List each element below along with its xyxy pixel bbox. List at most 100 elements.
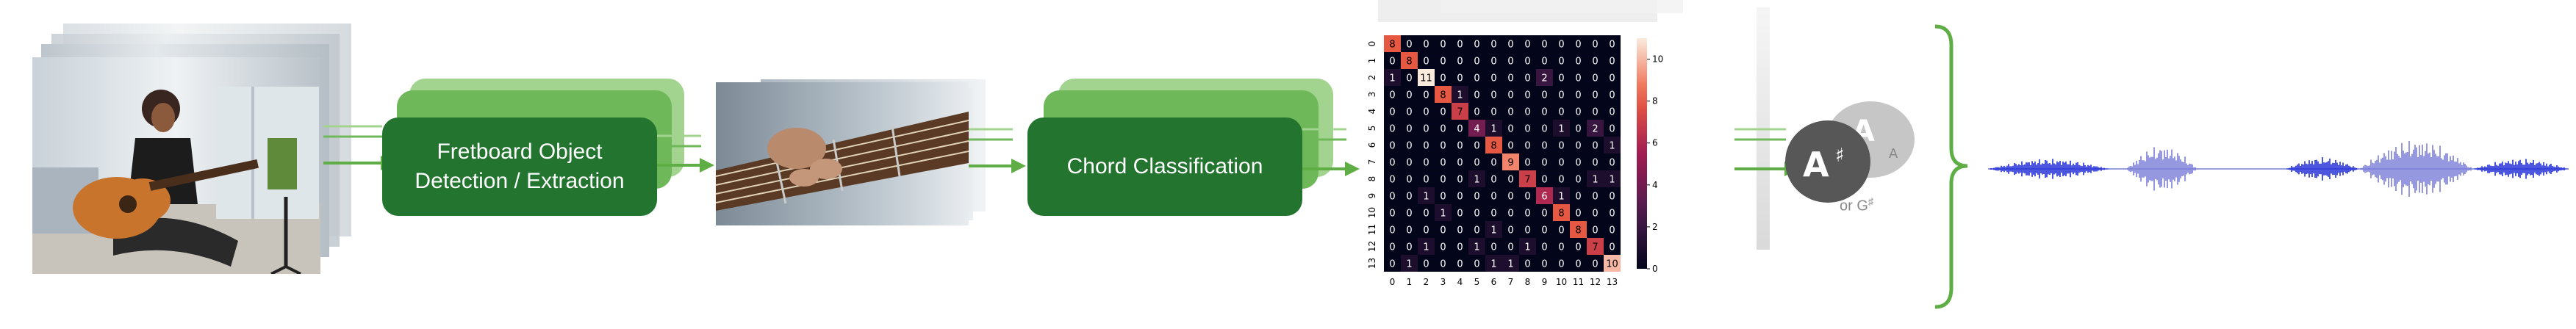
heatmap-cell (1536, 69, 1553, 86)
heatmap-cell-value: 0 (1490, 242, 1496, 253)
heatmap-cell (1468, 204, 1485, 221)
row-tick-label: 5 (1367, 126, 1377, 131)
heatmap-cell-value: 0 (1524, 40, 1530, 51)
heatmap-cell-value: 0 (1490, 209, 1496, 220)
heatmap-cell-value: 0 (1524, 192, 1530, 203)
heatmap-cell-value: 8 (1440, 90, 1446, 101)
heatmap-cell-value: 0 (1474, 57, 1479, 68)
heatmap-cell-value: 0 (1541, 259, 1547, 270)
step1-label: Fretboard Object Detection / Extraction (382, 118, 657, 216)
col-tick-label: 6 (1491, 277, 1497, 287)
flow-arrow-4 (1302, 128, 1360, 176)
heatmap-cell (1587, 35, 1604, 52)
heatmap-cell (1570, 255, 1587, 272)
heatmap-cell (1570, 69, 1587, 86)
heatmap-cell-value: 0 (1474, 90, 1479, 101)
heatmap-cell (1519, 137, 1536, 153)
waveform-segment (1989, 159, 2109, 179)
row-tick-label: 10 (1367, 207, 1377, 218)
heatmap-cell (1536, 187, 1553, 204)
heatmap-cell (1468, 103, 1485, 120)
heatmap-cell (1519, 120, 1536, 137)
heatmap-cell (1485, 255, 1502, 272)
heatmap-cell (1587, 238, 1604, 255)
waveform-segment (2360, 140, 2473, 198)
heatmap-cell (1536, 255, 1553, 272)
heatmap-cell-value: 0 (1457, 57, 1463, 68)
heatmap-cell (1604, 187, 1621, 204)
heatmap-cell-value: 1 (1457, 90, 1463, 101)
heatmap-cell (1604, 170, 1621, 187)
row-tick-label: 6 (1367, 142, 1377, 148)
heatmap-cell (1536, 153, 1553, 170)
heatmap-cell-value: 0 (1440, 175, 1446, 186)
heatmap-cell-value: 0 (1423, 124, 1429, 135)
heatmap-cell (1502, 204, 1519, 221)
heatmap-cell (1384, 187, 1401, 204)
heatmap-cell-value: 0 (1592, 90, 1598, 101)
heatmap-cell (1502, 69, 1519, 86)
heatmap-cell-value: 10 (1606, 259, 1618, 270)
heatmap-cell-value: 0 (1490, 175, 1496, 186)
heatmap-cell (1519, 103, 1536, 120)
heatmap-cell (1502, 153, 1519, 170)
heatmap-cell (1485, 170, 1502, 187)
heatmap-cell (1435, 238, 1452, 255)
heatmap-cell-value: 8 (1558, 209, 1564, 220)
heatmap-cell-value: 0 (1440, 40, 1446, 51)
heatmap-cell (1468, 86, 1485, 103)
heatmap-cell-value: 0 (1474, 225, 1479, 236)
waveform-segment (2474, 159, 2568, 179)
heatmap-cell-value: 9 (1507, 158, 1513, 169)
heatmap-cell (1418, 103, 1435, 120)
heatmap-cell-value: 8 (1389, 40, 1395, 51)
heatmap-cell (1468, 69, 1485, 86)
heatmap-cell-value: 0 (1490, 57, 1496, 68)
heatmap-cell (1570, 120, 1587, 137)
alternate-chord-text: or G (1840, 198, 1868, 214)
row-tick-label: 1 (1367, 58, 1377, 64)
heatmap-cell-value: 0 (1609, 158, 1615, 169)
heatmap-cell-value: 0 (1389, 57, 1395, 68)
heatmap-cell (1401, 255, 1418, 272)
heatmap-cell-value: 7 (1457, 107, 1463, 118)
heatmap-cell (1553, 204, 1570, 221)
heatmap-cell-value: 0 (1592, 158, 1598, 169)
heatmap-cell (1401, 221, 1418, 238)
heatmap-cell-value: 0 (1440, 158, 1446, 169)
heatmap-cell-value: 0 (1575, 242, 1581, 253)
heatmap-cell (1536, 35, 1553, 52)
heatmap-cell-value: 1 (1609, 175, 1615, 186)
heatmap-cell (1502, 187, 1519, 204)
heatmap-cell-value: 0 (1423, 141, 1429, 152)
heatmap-cell-value: 0 (1592, 40, 1598, 51)
heatmap-cell-value: 0 (1423, 259, 1429, 270)
col-tick-label: 3 (1441, 277, 1446, 287)
heatmap-cell (1384, 120, 1401, 137)
heatmap-cell (1435, 86, 1452, 103)
heatmap-cell-value: 0 (1423, 57, 1429, 68)
heatmap-cell (1570, 221, 1587, 238)
heatmap-cell-value: 0 (1406, 158, 1412, 169)
svg-text:A: A (1889, 146, 1898, 162)
heatmap-cell-value: 0 (1592, 259, 1598, 270)
colorbar-tick-label: 10 (1652, 54, 1663, 65)
heatmap-cell-value: 0 (1406, 175, 1412, 186)
heatmap-cell-value: 0 (1558, 90, 1564, 101)
heatmap-cell-value: 0 (1558, 259, 1564, 270)
heatmap-cell-value: 0 (1423, 107, 1429, 118)
heatmap-cell (1435, 255, 1452, 272)
heatmap-cell-value: 0 (1558, 141, 1564, 152)
heatmap-cell-value: 0 (1457, 192, 1463, 203)
heatmap-cell (1587, 204, 1604, 221)
heatmap-cell-value: 0 (1457, 259, 1463, 270)
heatmap-cell-value: 0 (1440, 192, 1446, 203)
heatmap-cell-value: 1 (1609, 141, 1615, 152)
heatmap-cell-value: 0 (1558, 225, 1564, 236)
heatmap-cell-value: 0 (1490, 192, 1496, 203)
heatmap-cell (1452, 69, 1468, 86)
heatmap-cell-value: 0 (1474, 259, 1479, 270)
waveform-segment (2286, 157, 2358, 181)
chord-bubble-front: A ♯ (1785, 120, 1870, 203)
heatmap-cell (1502, 238, 1519, 255)
